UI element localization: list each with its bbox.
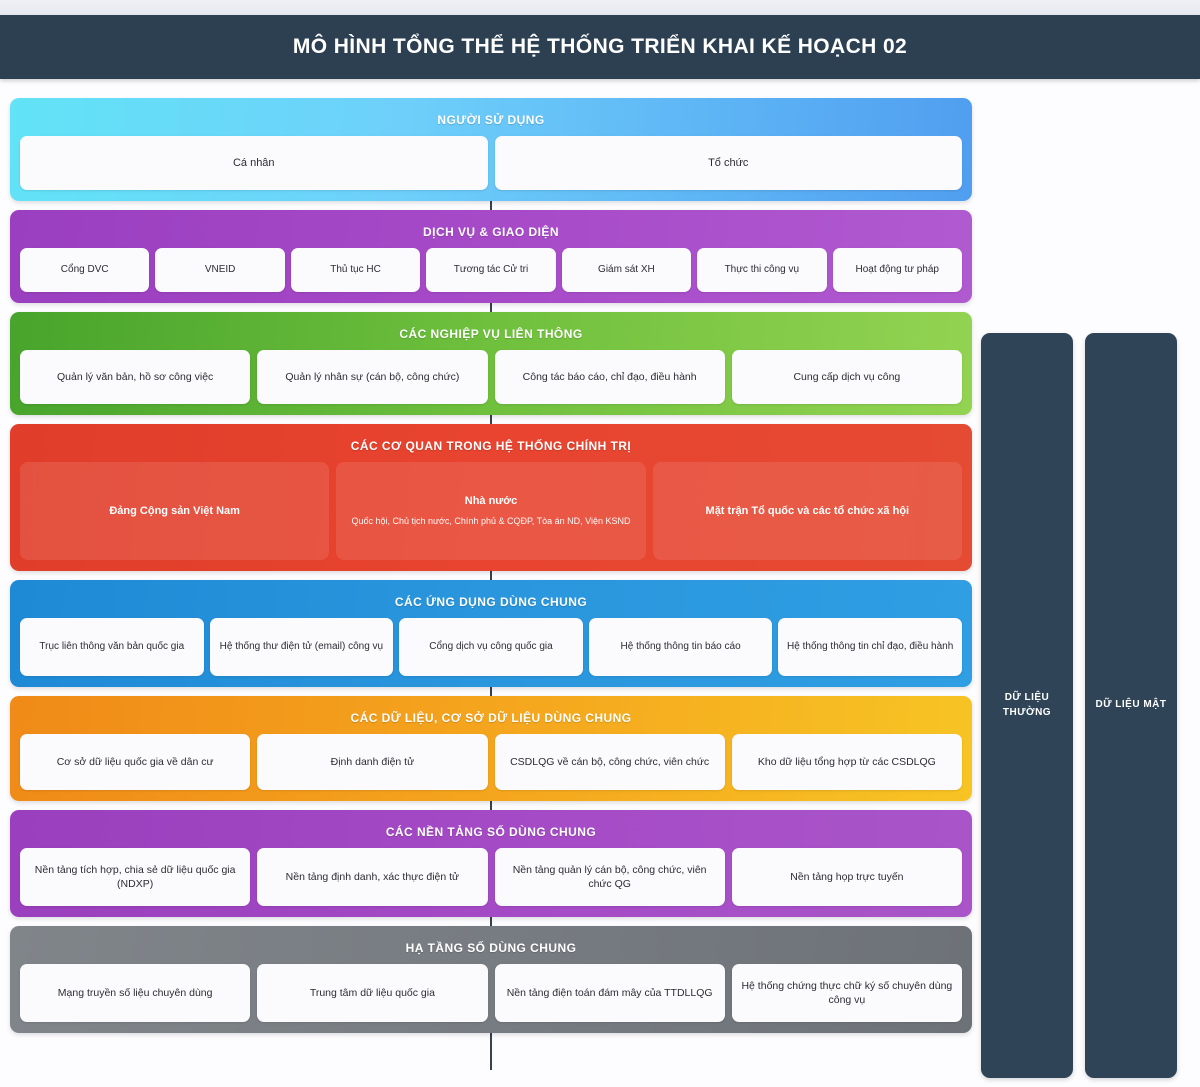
box-cung-cap-dich-vu-cong[interactable]: Cung cấp dịch vụ công	[731, 350, 962, 404]
box-mang-truyen-so-lieu[interactable]: Mạng truyền số liệu chuyên dùng	[20, 964, 251, 1022]
layer-stack: NGƯỜI SỬ DỤNG Cá nhân Tổ chức DỊCH VỤ & …	[10, 98, 972, 1042]
box-label: Giám sát XH	[598, 264, 655, 276]
box-he-thong-bao-cao[interactable]: Hệ thống thông tin báo cáo	[588, 618, 773, 676]
side-column-label: DỮ LIỆU MẬT	[1095, 699, 1167, 711]
box-nen-tang-dien-toan-dam-may[interactable]: Nền tảng điện toán đám mây của TTDLLQG	[494, 964, 725, 1022]
box-csdlqg-can-bo[interactable]: CSDLQG về cán bộ, công chức, viên chức	[494, 734, 725, 790]
box-truc-lien-thong[interactable]: Trục liên thông văn bản quốc gia	[20, 618, 204, 676]
layer-platforms: CÁC NỀN TẢNG SỐ DÙNG CHUNG Nền tảng tích…	[10, 810, 972, 917]
window-top-strip	[0, 0, 1200, 15]
box-label: VNEID	[204, 264, 236, 276]
header-bar: MÔ HÌNH TỔNG THỂ HỆ THỐNG TRIỂN KHAI KẾ …	[0, 15, 1200, 79]
box-csdl-dan-cu[interactable]: Cơ sở dữ liệu quốc gia về dân cư	[20, 734, 251, 790]
box-hoat-dong-tu-phap[interactable]: Hoạt động tư pháp	[832, 248, 962, 292]
layer-title-data: CÁC DỮ LIỆU, CƠ SỞ DỮ LIỆU DÙNG CHUNG	[350, 711, 632, 725]
box-nha-nuoc[interactable]: Nhà nước Quốc hội, Chủ tịch nước, Chính …	[336, 462, 646, 560]
box-label: Nhà nước	[464, 494, 518, 507]
box-label: Nền tảng quản lý cán bộ, công chức, viên…	[512, 863, 707, 890]
box-to-chuc[interactable]: Tổ chức	[494, 136, 962, 190]
layer-title-services: DỊCH VỤ & GIAO DIỆN	[423, 225, 559, 239]
side-column-du-lieu-mat[interactable]: DỮ LIỆU MẬT	[1085, 333, 1177, 1078]
box-ca-nhan[interactable]: Cá nhân	[20, 136, 488, 190]
box-label: Nền tảng định danh, xác thực điện tử	[285, 870, 460, 883]
box-label: Tương tác Cử tri	[453, 264, 529, 276]
box-sublabel: Quốc hội, Chủ tịch nước, Chính phủ & CQĐ…	[351, 516, 631, 527]
box-label: Mặt trận Tổ quốc và các tổ chức xã hội	[705, 504, 910, 517]
box-quan-ly-nhan-su[interactable]: Quản lý nhân sự (cán bộ, công chức)	[257, 350, 488, 404]
box-cong-tac-bao-cao[interactable]: Công tác báo cáo, chỉ đạo, điều hành	[494, 350, 725, 404]
layer-title-infra: HẠ TẦNG SỐ DÙNG CHUNG	[405, 941, 577, 955]
layer-political: CÁC CƠ QUAN TRONG HỆ THỐNG CHÍNH TRỊ Đản…	[10, 424, 972, 571]
box-he-thong-chung-thuc-chu-ky-so[interactable]: Hệ thống chứng thực chữ ký số chuyên dùn…	[731, 964, 962, 1022]
box-label: Trung tâm dữ liệu quốc gia	[309, 986, 435, 999]
layer-title-platforms: CÁC NỀN TẢNG SỐ DÙNG CHUNG	[385, 825, 597, 839]
box-he-thong-email[interactable]: Hệ thống thư điện tử (email) công vụ	[209, 618, 394, 676]
box-label: Công tác báo cáo, chỉ đạo, điều hành	[522, 370, 697, 383]
layer-data-boxes: Cơ sở dữ liệu quốc gia về dân cư Định da…	[20, 734, 962, 790]
layer-infra: HẠ TẦNG SỐ DÙNG CHUNG Mạng truyền số liệ…	[10, 926, 972, 1033]
layer-title-business: CÁC NGHIỆP VỤ LIÊN THÔNG	[399, 327, 583, 341]
box-label: Quản lý văn bản, hồ sơ công việc	[56, 370, 214, 383]
box-thuc-thi-cong-vu[interactable]: Thực thi công vụ	[697, 248, 827, 292]
box-label: Cung cấp dịch vụ công	[793, 370, 901, 383]
box-quan-ly-van-ban[interactable]: Quản lý văn bản, hồ sơ công việc	[20, 350, 251, 404]
box-tuong-tac-cu-tri[interactable]: Tương tác Cử tri	[426, 248, 556, 292]
layer-title-political: CÁC CƠ QUAN TRONG HỆ THỐNG CHÍNH TRỊ	[350, 439, 632, 453]
box-dinh-danh-dien-tu[interactable]: Định danh điện tử	[257, 734, 488, 790]
box-label: Cổng dịch vụ công quốc gia	[429, 641, 553, 653]
layer-political-boxes: Đảng Cộng sản Việt Nam Nhà nước Quốc hội…	[20, 462, 962, 560]
box-label: Tổ chức	[708, 156, 749, 169]
box-thu-tuc-hc[interactable]: Thủ tục HC	[290, 248, 421, 292]
box-nen-tang-dinh-danh[interactable]: Nền tảng định danh, xác thực điện tử	[257, 848, 488, 906]
box-label: CSDLQG về cán bộ, công chức, viên chức	[510, 755, 710, 768]
box-label: Trục liên thông văn bản quốc gia	[39, 641, 185, 653]
layer-infra-boxes: Mạng truyền số liệu chuyên dùng Trung tâ…	[20, 964, 962, 1022]
box-label: Hệ thống thông tin báo cáo	[620, 641, 741, 653]
box-label: Cá nhân	[232, 156, 275, 169]
box-label: Cổng DVC	[60, 264, 109, 276]
layer-platforms-boxes: Nền tảng tích hợp, chia sẻ dữ liệu quốc …	[20, 848, 962, 906]
layer-data: CÁC DỮ LIỆU, CƠ SỞ DỮ LIỆU DÙNG CHUNG Cơ…	[10, 696, 972, 801]
box-label: Nền tảng họp trực tuyến	[790, 870, 904, 883]
box-trung-tam-du-lieu-qg[interactable]: Trung tâm dữ liệu quốc gia	[257, 964, 488, 1022]
box-label: Đảng Cộng sản Việt Nam	[109, 504, 240, 517]
layer-title-users: NGƯỜI SỬ DỤNG	[437, 113, 545, 127]
box-label: Quản lý nhân sự (cán bộ, công chức)	[285, 370, 460, 383]
box-label: Mạng truyền số liệu chuyên dùng	[57, 986, 213, 999]
box-kho-du-lieu-tong-hop[interactable]: Kho dữ liệu tổng hợp từ các CSDLQG	[731, 734, 962, 790]
layer-services-boxes: Cổng DVC VNEID Thủ tục HC Tương tác Cử t…	[20, 248, 962, 292]
layer-business: CÁC NGHIỆP VỤ LIÊN THÔNG Quản lý văn bản…	[10, 312, 972, 415]
layer-users-boxes: Cá nhân Tổ chức	[20, 136, 962, 190]
layer-title-apps: CÁC ỨNG DỤNG DÙNG CHUNG	[394, 595, 588, 609]
layer-services: DỊCH VỤ & GIAO DIỆN Cổng DVC VNEID Thủ t…	[10, 210, 972, 303]
box-nen-tang-quan-ly-can-bo[interactable]: Nền tảng quản lý cán bộ, công chức, viên…	[494, 848, 725, 906]
box-giam-sat-xh[interactable]: Giám sát XH	[561, 248, 692, 292]
box-nen-tang-ndxp[interactable]: Nền tảng tích hợp, chia sẻ dữ liệu quốc …	[20, 848, 251, 906]
layer-users: NGƯỜI SỬ DỤNG Cá nhân Tổ chức	[10, 98, 972, 201]
layer-apps-boxes: Trục liên thông văn bản quốc gia Hệ thốn…	[20, 618, 962, 676]
box-cong-dich-vu-cong-qg[interactable]: Cổng dịch vụ công quốc gia	[399, 618, 583, 676]
side-column-du-lieu-thuong[interactable]: DỮ LIỆU THƯỜNG	[981, 333, 1073, 1078]
layer-business-boxes: Quản lý văn bản, hồ sơ công việc Quản lý…	[20, 350, 962, 404]
box-label: Nền tảng tích hợp, chia sẻ dữ liệu quốc …	[34, 863, 236, 890]
box-label: Kho dữ liệu tổng hợp từ các CSDLQG	[757, 755, 936, 768]
box-cong-dvc[interactable]: Cổng DVC	[20, 248, 150, 292]
box-label: Nền tảng điện toán đám mây của TTDLLQG	[506, 986, 713, 999]
box-label: Thực thi công vụ	[724, 264, 800, 276]
box-dang-cong-san[interactable]: Đảng Cộng sản Việt Nam	[20, 462, 330, 560]
box-label: Hệ thống thư điện tử (email) công vụ	[219, 641, 384, 653]
box-label: Định danh điện tử	[330, 755, 415, 768]
box-mat-tran-to-quoc[interactable]: Mặt trận Tổ quốc và các tổ chức xã hội	[652, 462, 962, 560]
box-label: Hệ thống chứng thực chữ ký số chuyên dùn…	[741, 979, 953, 1006]
box-label: Cơ sở dữ liệu quốc gia về dân cư	[56, 755, 214, 768]
box-label: Thủ tục HC	[330, 264, 381, 276]
box-label: Hệ thống thông tin chỉ đạo, điều hành	[787, 641, 954, 653]
box-nen-tang-hop-truc-tuyen[interactable]: Nền tảng họp trực tuyến	[731, 848, 962, 906]
box-he-thong-chi-dao[interactable]: Hệ thống thông tin chỉ đạo, điều hành	[778, 618, 962, 676]
box-label: Hoạt động tư pháp	[855, 264, 939, 276]
side-column-label: DỮ LIỆU THƯỜNG	[1002, 692, 1052, 718]
box-vneid[interactable]: VNEID	[155, 248, 285, 292]
page-title: MÔ HÌNH TỔNG THỂ HỆ THỐNG TRIỂN KHAI KẾ …	[292, 35, 908, 58]
layer-apps: CÁC ỨNG DỤNG DÙNG CHUNG Trục liên thông …	[10, 580, 972, 687]
